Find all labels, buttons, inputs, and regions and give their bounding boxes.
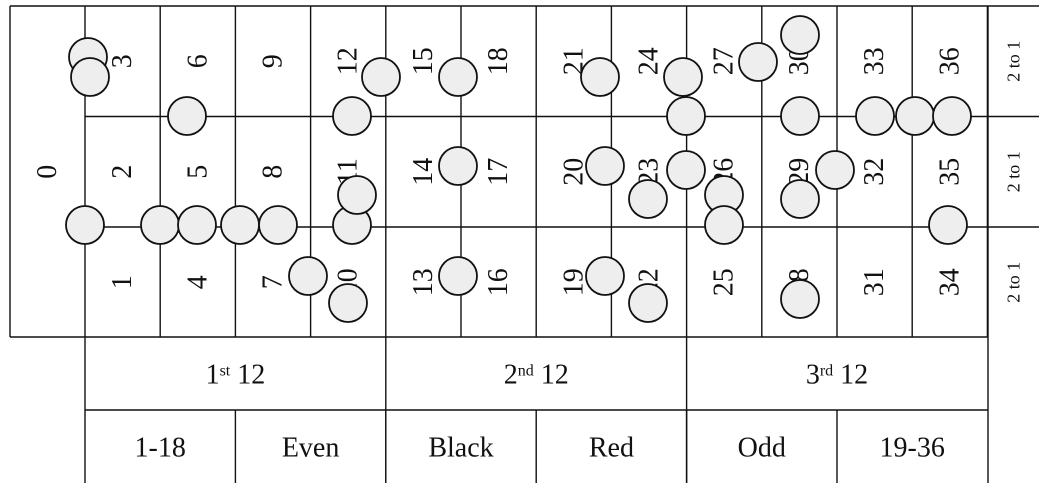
outside-bet-label: Even	[282, 433, 340, 464]
chip-marker	[65, 205, 105, 245]
number-cell-label: 35	[934, 158, 965, 186]
number-cell-label: 18	[483, 47, 514, 75]
chip-marker	[438, 57, 478, 97]
number-cell-label: 17	[483, 158, 514, 186]
chip-marker	[666, 96, 706, 136]
number-cell-label: 8	[258, 165, 289, 179]
chip-marker	[332, 96, 372, 136]
chip-marker	[628, 179, 668, 219]
number-cell-label: 15	[408, 47, 439, 75]
chip-marker	[328, 283, 368, 323]
outside-bet-label: 19-36	[880, 433, 945, 464]
number-cell-label: 6	[182, 54, 213, 68]
number-cell-label: 2	[107, 165, 138, 179]
chip-marker	[780, 96, 820, 136]
number-cell-label: 33	[859, 47, 890, 75]
column-bet-label: 2 to 1	[1004, 262, 1024, 303]
number-cell-label: 9	[258, 54, 289, 68]
chip-marker	[580, 57, 620, 97]
chip-marker	[780, 179, 820, 219]
number-cell-label: 14	[408, 158, 439, 186]
chip-marker	[928, 205, 968, 245]
column-bet-label: 2 to 1	[1004, 151, 1024, 192]
chip-marker	[932, 96, 972, 136]
chip-marker	[815, 150, 855, 190]
number-cell-label: 12	[333, 47, 364, 75]
number-cell-label: 36	[934, 47, 965, 75]
chip-marker	[70, 57, 110, 97]
chip-marker	[361, 57, 401, 97]
number-cell-label: 13	[408, 268, 439, 296]
chip-marker	[585, 256, 625, 296]
number-cell-label: 4	[182, 275, 213, 289]
dozen-label: 1st 12	[206, 360, 266, 391]
chip-marker	[738, 42, 778, 82]
chip-marker	[704, 205, 744, 245]
chip-marker	[177, 205, 217, 245]
number-cell-label: 3	[107, 54, 138, 68]
chip-marker	[666, 150, 706, 190]
chip-marker	[167, 96, 207, 136]
chip-marker	[438, 256, 478, 296]
outside-bet-label: Odd	[738, 433, 786, 464]
number-cell-label: 34	[934, 268, 965, 296]
chip-marker	[895, 96, 935, 136]
chip-marker	[140, 205, 180, 245]
number-cell-label: 20	[558, 158, 589, 186]
dozen-label: 3rd 12	[806, 360, 868, 391]
dozen-label: 2nd 12	[504, 360, 569, 391]
chip-marker	[438, 146, 478, 186]
outside-bet-label: Black	[428, 433, 493, 464]
chip-marker	[337, 175, 377, 215]
outside-bet-label: Red	[589, 433, 634, 464]
chip-marker	[585, 146, 625, 186]
number-cell-label: 5	[182, 165, 213, 179]
number-cell-label: 19	[558, 268, 589, 296]
chip-marker	[288, 256, 328, 296]
chip-marker	[663, 57, 703, 97]
number-cell-label: 32	[859, 158, 890, 186]
number-cell-label: 27	[709, 47, 740, 75]
number-cell-label: 25	[709, 268, 740, 296]
number-cell-label: 24	[634, 47, 665, 75]
number-cell-label: 16	[483, 268, 514, 296]
chip-marker	[220, 205, 260, 245]
column-bet-label: 2 to 1	[1004, 41, 1024, 82]
number-cell-label: 7	[258, 275, 289, 289]
chip-marker	[855, 96, 895, 136]
number-cell-label: 31	[859, 268, 890, 296]
outside-bet-label: 1-18	[135, 433, 186, 464]
chip-marker	[258, 205, 298, 245]
chip-marker	[628, 283, 668, 323]
number-cell-label: 1	[107, 275, 138, 289]
number-zero: 0	[32, 165, 63, 179]
chip-marker	[780, 15, 820, 55]
chip-marker	[780, 279, 820, 319]
chip-layer	[65, 15, 972, 323]
board-grid	[9, 5, 1039, 483]
board-labels: 0321654987121110151413181716212019242322…	[32, 41, 1024, 464]
